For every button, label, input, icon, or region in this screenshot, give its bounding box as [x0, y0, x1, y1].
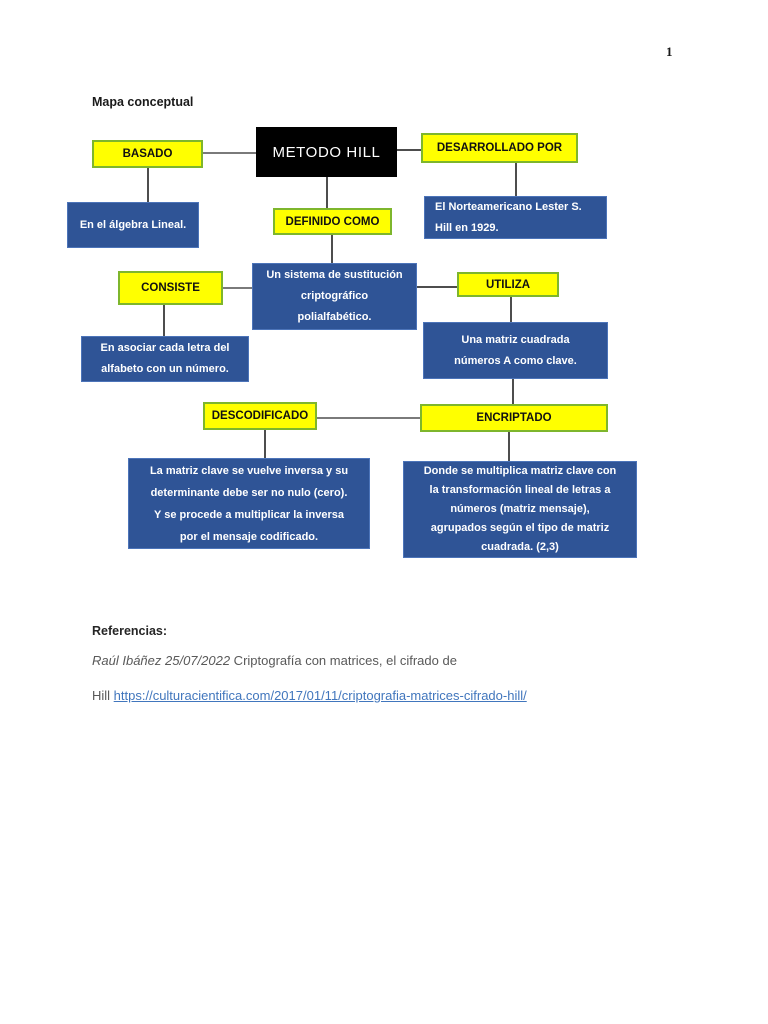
- connector-basado-metodo: [203, 152, 256, 154]
- node-definido-como: DEFINIDO COMO: [273, 208, 392, 235]
- connector-metodo-definido: [326, 177, 328, 208]
- page-title: Mapa conceptual: [92, 95, 194, 109]
- connector-encriptado-multiplica: [508, 432, 510, 461]
- detail-multiplica-matriz: Donde se multiplica matriz clave con la …: [403, 461, 637, 558]
- detail-algebra-lineal: En el álgebra Lineal.: [67, 202, 199, 248]
- node-utiliza: UTILIZA: [457, 272, 559, 297]
- connector-utiliza-matriz: [510, 297, 512, 322]
- node-consiste: CONSISTE: [118, 271, 223, 305]
- reference-line-1: Raúl Ibáñez 25/07/2022 Criptografía con …: [92, 653, 457, 668]
- detail-matriz-inversa: La matriz clave se vuelve inversa y su d…: [128, 458, 370, 549]
- detail-matriz-cuadrada: Una matriz cuadrada números A como clave…: [423, 322, 608, 379]
- connector-basado-algebra: [147, 168, 149, 202]
- reference-line-2: Hill https://culturacientifica.com/2017/…: [92, 688, 527, 703]
- page-number: 1: [666, 44, 673, 59]
- node-desarrollado-por: DESARROLLADO POR: [421, 133, 578, 163]
- connector-consiste-sistema: [223, 287, 252, 289]
- connector-metodo-desarrollado: [397, 149, 421, 151]
- reference-hill-prefix: Hill: [92, 688, 114, 703]
- detail-lester-hill: El Norteamericano Lester S. Hill en 1929…: [424, 196, 607, 239]
- detail-asociar-letras: En asociar cada letra del alfabeto con u…: [81, 336, 249, 382]
- references-heading: Referencias:: [92, 624, 168, 638]
- connector-consiste-asociar: [163, 305, 165, 336]
- reference-url-link[interactable]: https://culturacientifica.com/2017/01/11…: [113, 688, 527, 703]
- node-basado: BASADO: [92, 140, 203, 168]
- connector-desarrollado-lester: [515, 163, 517, 196]
- reference-work-title: Criptografía con matrices, el cifrado de: [230, 653, 457, 668]
- reference-author-date: Raúl Ibáñez 25/07/2022: [92, 653, 231, 668]
- node-encriptado: ENCRIPTADO: [420, 404, 608, 432]
- detail-sistema-sustitucion: Un sistema de sustitución criptográfico …: [252, 263, 417, 330]
- node-metodo-hill: METODO HILL: [256, 127, 397, 177]
- connector-definido-sistema: [331, 235, 333, 263]
- connector-sistema-utiliza: [417, 286, 457, 288]
- connector-descodificado-encriptado: [317, 417, 420, 419]
- connector-matriz-encriptado: [512, 379, 514, 404]
- connector-descodificado-inversa: [264, 430, 266, 458]
- node-descodificado: DESCODIFICADO: [203, 402, 317, 430]
